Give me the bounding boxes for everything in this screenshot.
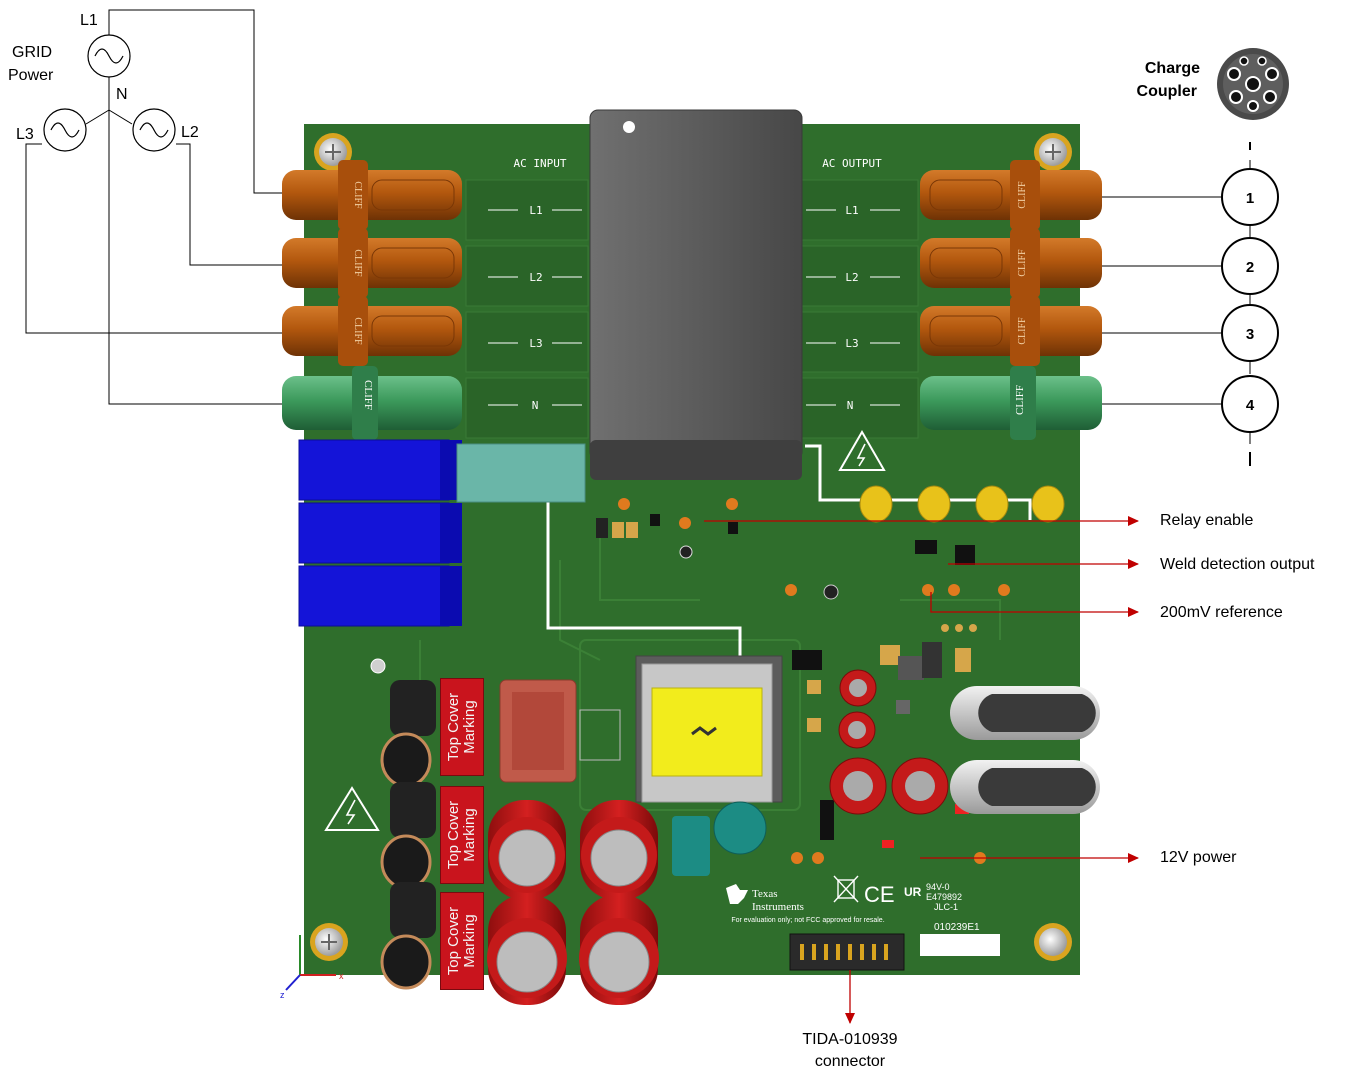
input-terminal-1: CLIFF bbox=[282, 160, 462, 230]
svg-text:CLIFF: CLIFF bbox=[362, 380, 374, 410]
ce-mark-icon: CE bbox=[864, 882, 895, 907]
ul-rating: 94V-0 bbox=[926, 882, 950, 892]
coupler-title-line2: Coupler bbox=[1123, 83, 1197, 101]
reference-200mv-label: 200mV reference bbox=[1160, 604, 1283, 622]
output-line-n: N bbox=[847, 399, 854, 412]
input-terminal-3: CLIFF bbox=[282, 296, 462, 366]
part-number: 010239E1 bbox=[934, 922, 980, 933]
ul-code: JLC-1 bbox=[934, 902, 958, 912]
ac-output-label: AC OUTPUT bbox=[822, 157, 882, 170]
top-cover-marking-3: Top Cover Marking bbox=[440, 892, 484, 990]
svg-text:CLIFF: CLIFF bbox=[1017, 249, 1028, 277]
svg-text:x: x bbox=[339, 971, 344, 981]
vendor-line2: Instruments bbox=[752, 901, 804, 913]
svg-text:CLIFF: CLIFF bbox=[352, 317, 363, 345]
ac-source-icon bbox=[133, 109, 175, 151]
mounting-screw-br bbox=[1034, 923, 1072, 961]
coupler-pin-2: 2 bbox=[1222, 238, 1278, 294]
mounting-screw-bl bbox=[310, 923, 348, 961]
svg-text:CLIFF: CLIFF bbox=[1017, 181, 1028, 209]
output-line-l2: L2 bbox=[845, 271, 858, 284]
neutral-label: N bbox=[116, 86, 128, 104]
svg-text:3: 3 bbox=[1246, 326, 1254, 343]
disclaimer: For evaluation only; not FCC approved fo… bbox=[731, 917, 884, 924]
charge-coupler-icon bbox=[1217, 48, 1289, 120]
coupler-pin-1: 1 bbox=[1222, 169, 1278, 225]
phase-label-l1: L1 bbox=[80, 12, 98, 30]
output-line-l3: L3 bbox=[845, 337, 858, 350]
output-terminal-n: CLIFF bbox=[920, 366, 1102, 440]
svg-text:CLIFF: CLIFF bbox=[352, 181, 363, 209]
ac-input-label: AC INPUT bbox=[514, 157, 567, 170]
ul-file: E479892 bbox=[926, 892, 962, 902]
svg-text:CE: CE bbox=[864, 882, 895, 907]
svg-text:CLIFF: CLIFF bbox=[352, 249, 363, 277]
input-line-l2: L2 bbox=[529, 271, 542, 284]
svg-text:z: z bbox=[280, 990, 285, 1000]
common-mode-choke bbox=[500, 680, 576, 782]
relay bbox=[590, 110, 802, 480]
phase-label-l3: L3 bbox=[16, 126, 34, 144]
ac-source-icon bbox=[88, 35, 130, 77]
grid-title-line2: Power bbox=[8, 67, 53, 85]
relay-enable-label: Relay enable bbox=[1160, 512, 1253, 530]
output-terminal-1: CLIFF bbox=[920, 160, 1102, 230]
svg-text:1: 1 bbox=[1246, 190, 1254, 207]
svg-text:2: 2 bbox=[1246, 259, 1254, 276]
input-line-n: N bbox=[532, 399, 539, 412]
connector-label-line1: TIDA-010939 bbox=[770, 1031, 930, 1049]
transformer bbox=[636, 656, 782, 802]
phase-label-l2: L2 bbox=[181, 124, 199, 142]
ac-source-icon bbox=[44, 109, 86, 151]
header-connector bbox=[790, 934, 904, 970]
svg-text:UR: UR bbox=[904, 885, 922, 899]
svg-text:CLIFF: CLIFF bbox=[1014, 385, 1026, 415]
output-terminal-2: CLIFF bbox=[920, 228, 1102, 298]
coupler-title-line1: Charge bbox=[1130, 60, 1200, 78]
input-line-l1: L1 bbox=[529, 204, 542, 217]
grid-wiring bbox=[26, 10, 282, 404]
power-12v-label: 12V power bbox=[1160, 849, 1237, 867]
connector-label-line2: connector bbox=[770, 1053, 930, 1071]
ul-mark-icon: UR bbox=[904, 885, 922, 899]
input-terminal-2: CLIFF bbox=[282, 228, 462, 298]
vendor-line1: Texas bbox=[752, 888, 778, 900]
weee-icon bbox=[834, 876, 858, 902]
input-terminal-n: CLIFF bbox=[282, 366, 462, 440]
grid-title-line1: GRID bbox=[12, 44, 52, 62]
top-cover-marking-2: Top Cover Marking bbox=[440, 786, 484, 884]
label-blank bbox=[920, 934, 1000, 956]
top-cover-marking-1: Top Cover Marking bbox=[440, 678, 484, 776]
svg-text:CLIFF: CLIFF bbox=[1017, 317, 1028, 345]
coupler-pin-3: 3 bbox=[1222, 305, 1278, 361]
weld-detection-label: Weld detection output bbox=[1160, 556, 1314, 574]
output-line-l1: L1 bbox=[845, 204, 858, 217]
input-line-l3: L3 bbox=[529, 337, 542, 350]
output-terminal-3: CLIFF bbox=[920, 296, 1102, 366]
svg-text:4: 4 bbox=[1246, 397, 1255, 414]
coupler-pin-4: 4 bbox=[1222, 376, 1278, 432]
